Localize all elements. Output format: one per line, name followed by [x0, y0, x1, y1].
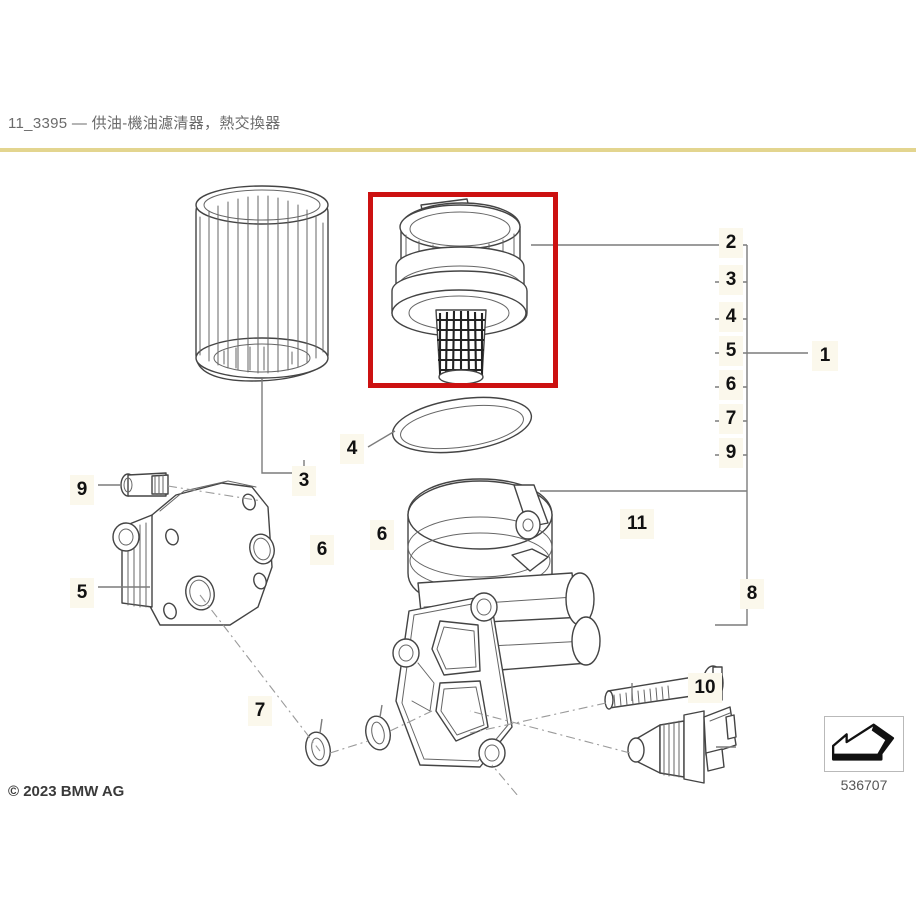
- callout-8-leader[interactable]: 8: [740, 579, 764, 609]
- callout-1[interactable]: 1: [812, 341, 838, 371]
- part-filter-cap-strainer: [391, 198, 528, 385]
- callout-11-leader[interactable]: 11: [620, 509, 654, 539]
- header-divider: [0, 148, 916, 152]
- callout-5-leader[interactable]: 5: [70, 578, 94, 608]
- callout-9[interactable]: 9: [719, 438, 743, 468]
- orientation-badge: [824, 716, 904, 772]
- part-heat-exchanger: [112, 480, 275, 626]
- callout-6[interactable]: 6: [719, 370, 743, 400]
- leader-lines: [98, 244, 808, 795]
- exploded-parts-drawing: .ln { fill:none; stroke:#444; stroke-wid…: [98, 185, 808, 795]
- callout-4-leader[interactable]: 4: [340, 434, 364, 464]
- arrow-wedge-icon: [831, 723, 895, 761]
- callout-2[interactable]: 2: [719, 228, 743, 258]
- part-large-o-ring: [391, 396, 533, 454]
- callout-6-leader-b[interactable]: 6: [370, 520, 394, 550]
- figure-number: 536707: [840, 777, 888, 793]
- part-filter-housing: [392, 478, 601, 768]
- callout-3-leader[interactable]: 3: [292, 466, 316, 496]
- callout-4[interactable]: 4: [719, 302, 743, 332]
- part-oil-pressure-sensor: [627, 706, 737, 784]
- callout-5[interactable]: 5: [719, 336, 743, 366]
- callout-6-leader-a[interactable]: 6: [310, 535, 334, 565]
- callout-9-leader[interactable]: 9: [70, 475, 94, 505]
- page-title: 11_3395 — 供油-機油濾清器，熱交換器: [8, 115, 281, 132]
- part-filter-element: [195, 185, 329, 382]
- copyright-notice: © 2023 BMW AG: [8, 783, 125, 800]
- callout-3[interactable]: 3: [719, 265, 743, 295]
- callout-10-leader[interactable]: 10: [688, 673, 722, 703]
- part-bolt-9: [120, 472, 169, 497]
- callout-7-leader[interactable]: 7: [248, 696, 272, 726]
- part-small-o-ring-b: [365, 715, 391, 751]
- callout-7[interactable]: 7: [719, 404, 743, 434]
